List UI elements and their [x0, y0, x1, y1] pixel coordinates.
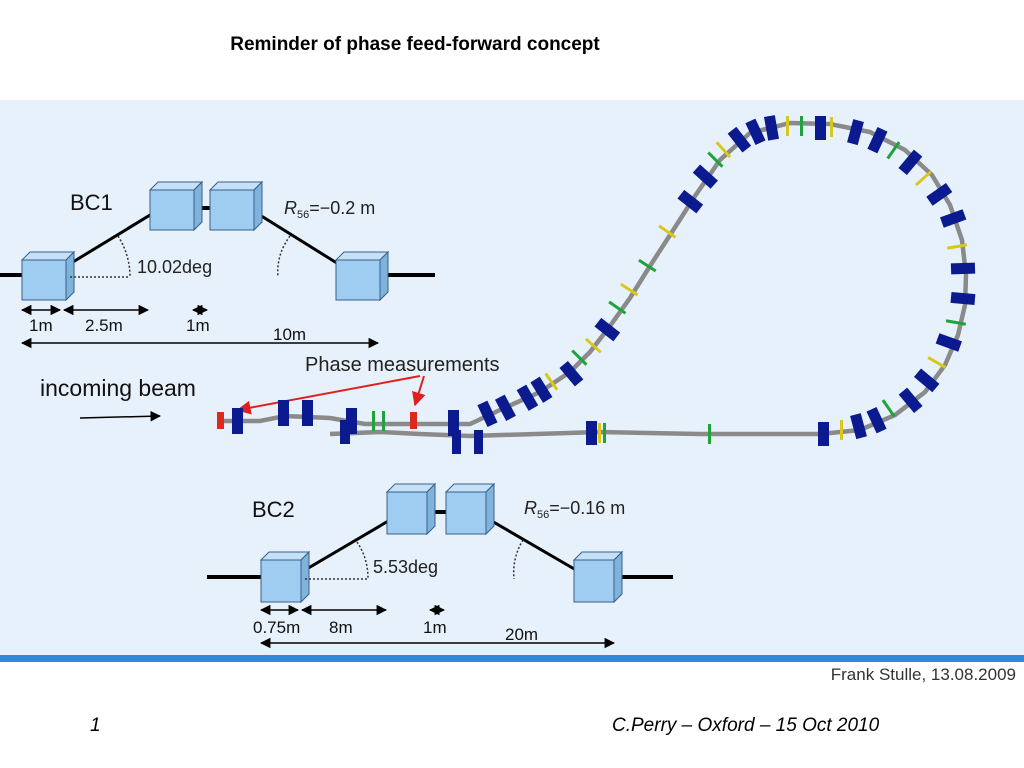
- bc2-dim-total: 20m: [505, 625, 538, 644]
- bc2-dipole-3: [444, 482, 496, 536]
- bc2-r56-label: R56=−0.16 m: [524, 498, 625, 521]
- phase-arrow-1: [236, 375, 421, 415]
- bc1-angle-arc-left: [117, 235, 131, 278]
- bc2-beampipe-up: [304, 518, 391, 572]
- bc2-beampipe-down: [489, 518, 577, 572]
- panel-bottom-bar: [0, 655, 1024, 662]
- bc1-angle-arc-right: [277, 235, 291, 278]
- beam-pipe-path: [220, 120, 969, 439]
- bc1-r56-label: R56=−0.2 m: [284, 198, 375, 221]
- incoming-beam-arrow: [79, 410, 162, 422]
- page-number: 1: [90, 715, 101, 736]
- bc1-beampipe-down: [254, 210, 341, 267]
- slide-title: Reminder of phase feed-forward concept: [230, 34, 600, 55]
- bc1-beampipe-up: [67, 210, 156, 267]
- beamline: Phase measurements incoming beam: [40, 115, 976, 454]
- bc1-label: BC1: [70, 190, 113, 215]
- bc1-dipole-2: [148, 180, 204, 232]
- arc-magnets: [477, 115, 976, 440]
- bc1-dipole-4: [334, 250, 390, 302]
- bc1-chicane: BC1 10.02deg: [0, 180, 435, 349]
- straight-magnets: [232, 400, 829, 454]
- bc2-angle-label: 5.53deg: [373, 557, 438, 577]
- bc1-dim-2: 2.5m: [85, 316, 123, 335]
- bc2-dipole-2: [385, 482, 437, 536]
- phase-monitor-2: [410, 412, 417, 429]
- bc1-dim-total: 10m: [273, 325, 306, 344]
- bc2-dim-2: 8m: [329, 618, 353, 637]
- bc2-dipole-1: [259, 550, 311, 604]
- incoming-beam-label: incoming beam: [40, 375, 196, 401]
- bc2-chicane: BC2 5.53deg R56=−0.16 m: [207, 482, 673, 649]
- bc2-dim-1: 0.75m: [253, 618, 300, 637]
- bc2-dim-3: 1m: [423, 618, 447, 637]
- bc1-angle-label: 10.02deg: [137, 257, 212, 277]
- phase-measurements-label: Phase measurements: [305, 354, 500, 376]
- bc2-dipole-4: [572, 550, 624, 604]
- footer-credit: C.Perry – Oxford – 15 Oct 2010: [612, 715, 880, 736]
- bc1-dipole-1: [20, 250, 76, 302]
- phase-arrow-2: [412, 375, 426, 407]
- bc2-angle-arc-left: [356, 541, 369, 580]
- image-credit: Frank Stulle, 13.08.2009: [830, 665, 1016, 684]
- bc1-dipole-3: [208, 180, 264, 232]
- bc2-angle-arc-right: [512, 539, 524, 580]
- bc2-label: BC2: [252, 497, 295, 522]
- bc1-dim-1: 1m: [29, 316, 53, 335]
- bc1-dim-3: 1m: [186, 316, 210, 335]
- phase-monitor-1: [217, 412, 224, 429]
